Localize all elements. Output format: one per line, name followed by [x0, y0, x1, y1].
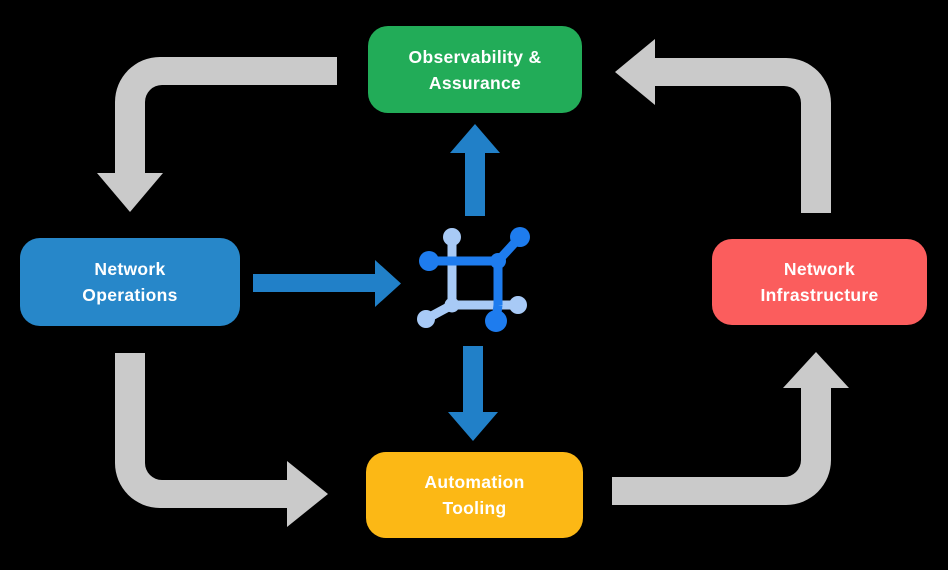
icon-dark-dots: [419, 227, 530, 332]
node-label-line: Assurance: [428, 72, 522, 93]
node-label-line: Infrastructure: [760, 285, 879, 305]
node-label-line: Operations: [82, 285, 178, 305]
node-label-line: Network: [783, 259, 856, 279]
flow-arrow-center-to-observability: [450, 124, 500, 216]
cycle-arrow-operations-to-automation: [115, 353, 328, 527]
node-label-line: Tooling: [442, 498, 507, 518]
node-automation-tooling: Automation Tooling: [366, 452, 583, 538]
flow-arrow-center-to-automation: [448, 346, 498, 441]
node-label-line: Automation: [424, 472, 525, 492]
cycle-arrow-infrastructure-to-observability: [615, 39, 831, 213]
node-label-line: Observability &: [408, 46, 542, 67]
node-network-infrastructure: Network Infrastructure: [712, 239, 927, 325]
node-observability-assurance: Observability & Assurance: [368, 26, 582, 113]
node-network-operations: Network Operations: [20, 238, 240, 326]
icon-light-dots: [417, 228, 527, 328]
cycle-arrow-automation-to-infrastructure: [612, 352, 849, 505]
node-label-line: Network: [94, 259, 166, 279]
network-nodes-icon: [417, 227, 530, 332]
cycle-arrow-observability-to-operations: [97, 57, 337, 212]
flow-arrow-operations-to-center: [253, 260, 401, 307]
